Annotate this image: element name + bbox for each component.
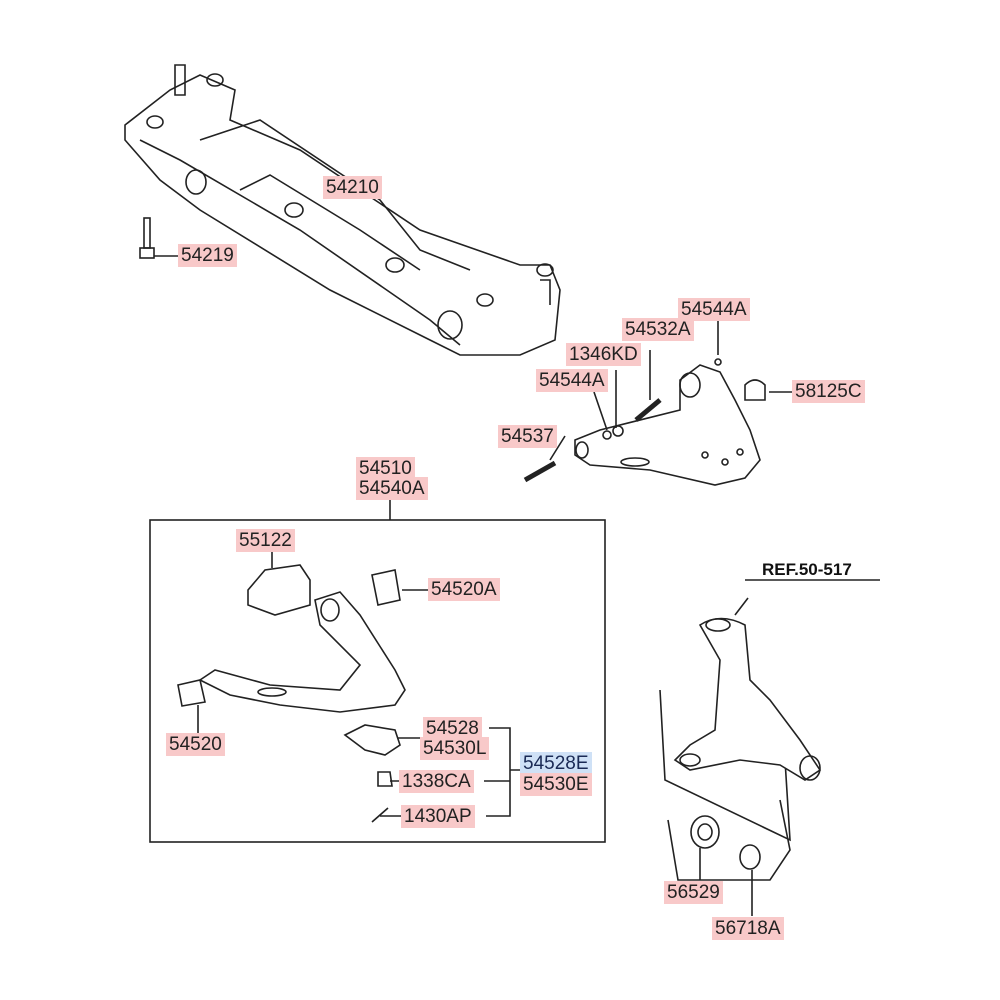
crossmember-drawing (124, 64, 561, 356)
part-label-54530l[interactable]: 54530L (420, 737, 490, 760)
part-label-54544a-top[interactable]: 54544A (678, 298, 750, 321)
part-label-56529[interactable]: 56529 (664, 881, 723, 904)
part-label-54532a[interactable]: 54532A (622, 318, 694, 341)
part-label-54540a[interactable]: 54540A (356, 477, 428, 500)
lower-arm-drawing (177, 564, 406, 823)
reference-label[interactable]: REF.50-517 (762, 560, 852, 579)
steering-knuckle-drawing (659, 579, 880, 916)
part-label-54528e-selected[interactable]: 54528E (520, 752, 592, 775)
part-label-54528[interactable]: 54528 (423, 717, 482, 740)
part-label-54210[interactable]: 54210 (323, 176, 382, 199)
part-label-54520a[interactable]: 54520A (428, 578, 500, 601)
part-label-54544a[interactable]: 54544A (536, 369, 608, 392)
part-label-1430ap[interactable]: 1430AP (401, 805, 475, 828)
part-label-54219[interactable]: 54219 (178, 244, 237, 267)
part-label-54537[interactable]: 54537 (498, 425, 557, 448)
assembly-box (149, 519, 606, 843)
upper-arm-drawing (523, 320, 795, 486)
part-label-56718a[interactable]: 56718A (712, 917, 784, 940)
part-label-54530e[interactable]: 54530E (520, 773, 592, 796)
part-label-54520[interactable]: 54520 (166, 733, 225, 756)
part-label-55122[interactable]: 55122 (236, 529, 295, 552)
part-label-1346kd[interactable]: 1346KD (566, 343, 641, 366)
part-label-54510[interactable]: 54510 (356, 457, 415, 480)
bolt-54219-drawing (139, 217, 180, 259)
part-label-1338ca[interactable]: 1338CA (399, 770, 474, 793)
part-label-58125c[interactable]: 58125C (792, 380, 865, 403)
